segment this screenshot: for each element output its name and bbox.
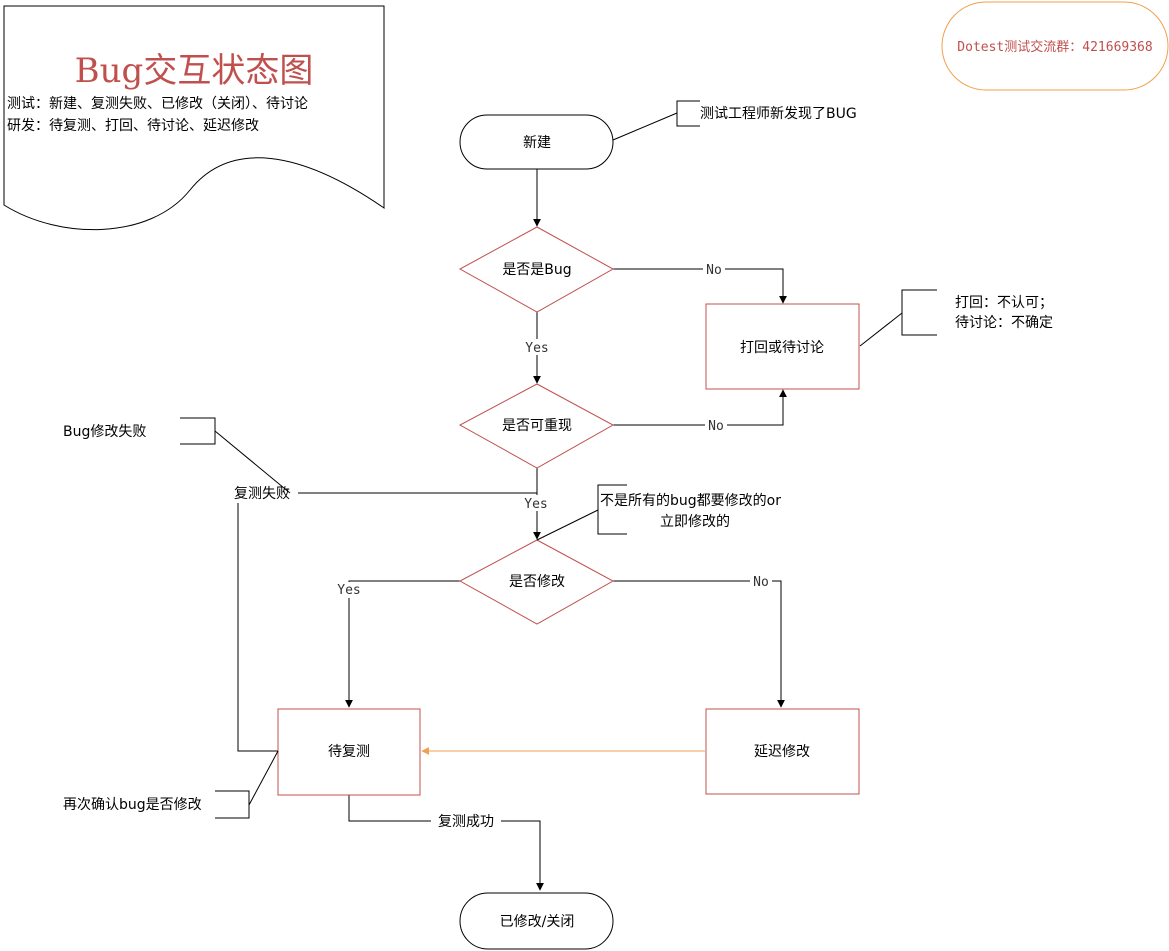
legend-line-tester: 测试：新建、复测失败、已修改（关闭）、待讨论 xyxy=(7,95,308,112)
edge-label-no-1: No xyxy=(706,263,722,278)
edge-label-retest-fail: 复测失败 xyxy=(234,485,290,502)
node-new-label: 新建 xyxy=(523,135,551,151)
annotation-tester-found: 测试工程师新发现了BUG xyxy=(700,106,857,122)
annotation-bug-fix-fail: Bug修改失败 xyxy=(63,424,146,440)
node-retest: 待复测 xyxy=(277,708,421,796)
node-new: 新建 xyxy=(459,114,614,170)
legend-title: Bug交互状态图 xyxy=(75,51,314,91)
group-badge: Dotest测试交流群：421669368 xyxy=(941,1,1169,91)
node-fix-label: 是否修改 xyxy=(509,574,565,590)
node-is-bug: 是否是Bug xyxy=(458,226,615,313)
annotation-reconfirm: 再次确认bug是否修改 xyxy=(63,797,202,813)
annotation-texts: 测试工程师新发现了BUG 打回：不认可； 待讨论：不确定 Bug修改失败 不是所… xyxy=(63,106,1053,813)
edge-label-retest-success: 复测成功 xyxy=(438,813,494,830)
node-retest-label: 待复测 xyxy=(328,743,370,760)
legend-document: Bug交互状态图 测试：新建、复测失败、已修改（关闭）、待讨论 研发：待复测、打… xyxy=(3,5,385,231)
node-reject: 打回或待讨论 xyxy=(705,303,860,390)
node-closed: 已修改/关闭 xyxy=(459,892,614,950)
node-delay-label: 延迟修改 xyxy=(754,744,810,760)
annotation-not-all-line2: 立即修改的 xyxy=(660,514,730,530)
edge-label-yes-1: Yes xyxy=(525,341,548,356)
node-is-bug-label: 是否是Bug xyxy=(502,262,571,278)
annotation-reject-line1: 打回：不认可； xyxy=(955,294,1053,311)
node-delay: 延迟修改 xyxy=(705,708,860,795)
edge-label-yes-2: Yes xyxy=(524,497,547,512)
annotation-not-all-line1: 不是所有的bug都要修改的or xyxy=(600,493,781,509)
annotation-reject-line2: 待讨论：不确定 xyxy=(955,315,1053,331)
node-fix: 是否修改 xyxy=(458,539,615,625)
edge-label-yes-3: Yes xyxy=(337,583,360,598)
legend-line-dev: 研发：待复测、打回、待讨论、延迟修改 xyxy=(7,117,259,134)
edge-label-no-3: No xyxy=(753,575,769,590)
node-reject-label: 打回或待讨论 xyxy=(740,339,824,356)
edge-labels: No Yes No Yes Yes No 复测失败 复测成功 xyxy=(228,262,772,831)
node-reproducible-label: 是否可重现 xyxy=(502,418,572,434)
node-reproducible: 是否可重现 xyxy=(458,383,615,469)
annotations xyxy=(180,100,937,819)
node-closed-label: 已修改/关闭 xyxy=(500,914,575,930)
group-badge-text: Dotest测试交流群：421669368 xyxy=(957,39,1152,55)
edge-label-no-2: No xyxy=(708,419,724,434)
